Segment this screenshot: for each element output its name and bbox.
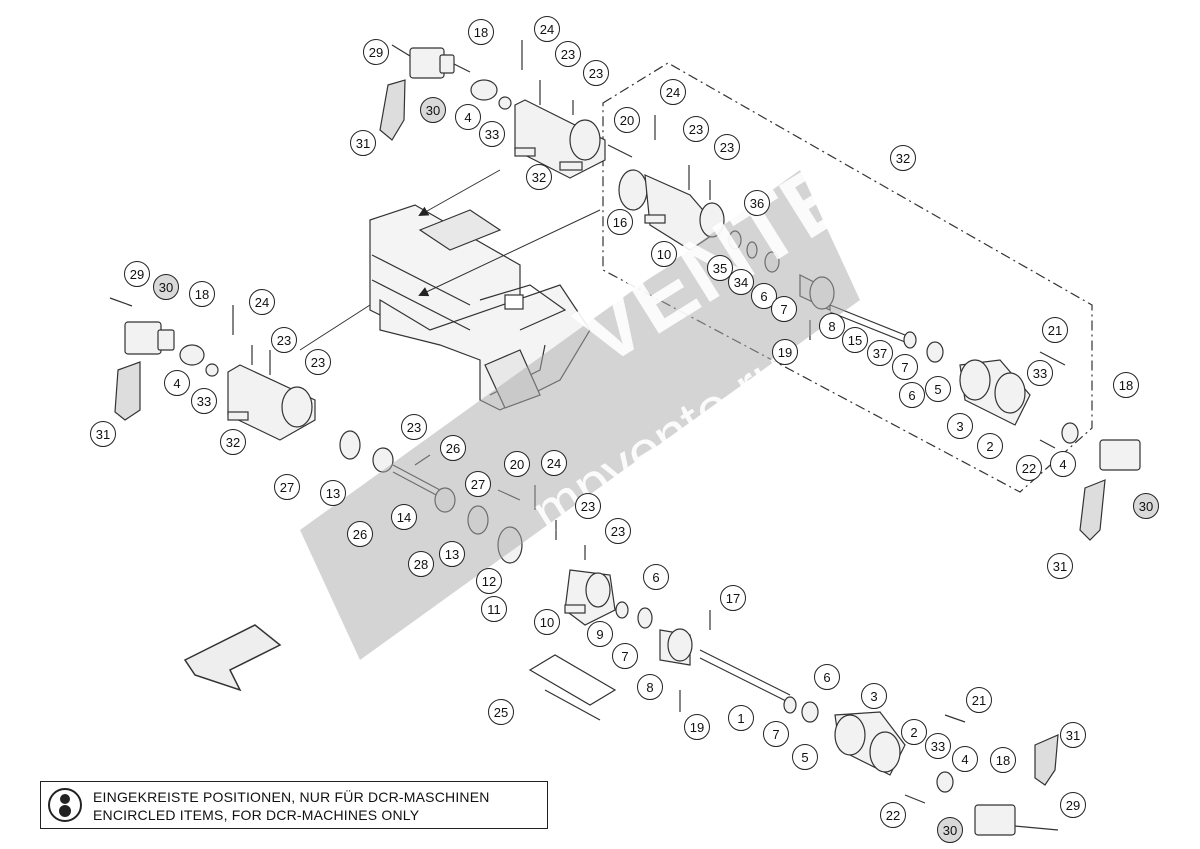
callout-13: 13 [439,541,465,567]
callout-3: 3 [861,683,887,709]
bottom-assembly [528,569,1059,836]
callout-32: 32 [890,145,916,171]
callout-7: 7 [763,721,789,747]
callout-23: 23 [305,349,331,375]
callout-35: 35 [707,255,733,281]
callout-23: 23 [605,518,631,544]
callout-13: 13 [320,480,346,506]
callout-14: 14 [391,504,417,530]
legend-line-english: ENCIRCLED ITEMS, FOR DCR-MACHINES ONLY [93,807,420,823]
callout-30: 30 [937,817,963,843]
callout-23: 23 [714,134,740,160]
callout-8: 8 [637,674,663,700]
callout-11: 11 [481,596,507,622]
callout-34: 34 [728,269,754,295]
callout-26: 26 [347,521,373,547]
callout-24: 24 [534,16,560,42]
callout-23: 23 [555,41,581,67]
callout-33: 33 [925,733,951,759]
callout-24: 24 [541,450,567,476]
callout-9: 9 [587,621,613,647]
callout-23: 23 [271,327,297,353]
callout-19: 19 [772,339,798,365]
callout-6: 6 [751,283,777,309]
dcr-badge-icon [48,788,82,822]
callout-27: 27 [465,471,491,497]
callout-18: 18 [468,19,494,45]
callout-12: 12 [476,568,502,594]
callout-30: 30 [420,97,446,123]
callout-5: 5 [792,744,818,770]
callout-5: 5 [925,376,951,402]
callout-33: 33 [191,388,217,414]
callout-29: 29 [124,261,150,287]
callout-19: 19 [684,714,710,740]
callout-7: 7 [892,354,918,380]
callout-4: 4 [164,370,190,396]
callout-30: 30 [153,274,179,300]
callout-33: 33 [1027,360,1053,386]
callout-10: 10 [534,609,560,635]
callout-32: 32 [220,429,246,455]
callout-20: 20 [614,107,640,133]
legend-line-german: EINGEKREISTE POSITIONEN, NUR FÜR DCR-MAS… [93,789,490,805]
callout-1: 1 [728,705,754,731]
callout-17: 17 [720,585,746,611]
callout-36: 36 [744,190,770,216]
watermark-band [300,170,860,660]
callout-29: 29 [363,39,389,65]
callout-21: 21 [966,687,992,713]
callout-31: 31 [90,421,116,447]
callout-23: 23 [583,60,609,86]
subassembly-boundary [602,62,1093,493]
top-assembly [379,40,606,179]
callout-2: 2 [977,433,1003,459]
callout-31: 31 [350,130,376,156]
callout-25: 25 [488,699,514,725]
callout-32: 32 [526,164,552,190]
callout-18: 18 [990,747,1016,773]
dcr-legend: EINGEKREISTE POSITIONEN, NUR FÜR DCR-MAS… [40,781,548,829]
callout-20: 20 [504,451,530,477]
callout-4: 4 [455,104,481,130]
callout-26: 26 [440,435,466,461]
callout-21: 21 [1042,317,1068,343]
callout-7: 7 [771,296,797,322]
callout-15: 15 [842,327,868,353]
callout-24: 24 [249,289,275,315]
callout-27: 27 [274,474,300,500]
callout-29: 29 [1060,792,1086,818]
callout-37: 37 [867,340,893,366]
callout-23: 23 [683,116,709,142]
callout-4: 4 [1050,451,1076,477]
callout-7: 7 [612,643,638,669]
callout-18: 18 [1113,372,1139,398]
callout-3: 3 [947,413,973,439]
direction-arrow [183,624,282,692]
callout-6: 6 [899,382,925,408]
callout-31: 31 [1060,722,1086,748]
callout-30: 30 [1133,493,1159,519]
callout-8: 8 [819,313,845,339]
callout-16: 16 [607,209,633,235]
callout-28: 28 [408,551,434,577]
callout-10: 10 [651,241,677,267]
callout-6: 6 [814,664,840,690]
left-assembly [109,297,316,441]
callout-6: 6 [643,564,669,590]
callout-23: 23 [401,414,427,440]
callout-22: 22 [880,802,906,828]
callout-18: 18 [189,281,215,307]
callout-4: 4 [952,746,978,772]
callout-22: 22 [1016,455,1042,481]
callout-23: 23 [575,493,601,519]
callout-31: 31 [1047,553,1073,579]
callout-24: 24 [660,79,686,105]
callout-2: 2 [901,719,927,745]
callout-33: 33 [479,121,505,147]
